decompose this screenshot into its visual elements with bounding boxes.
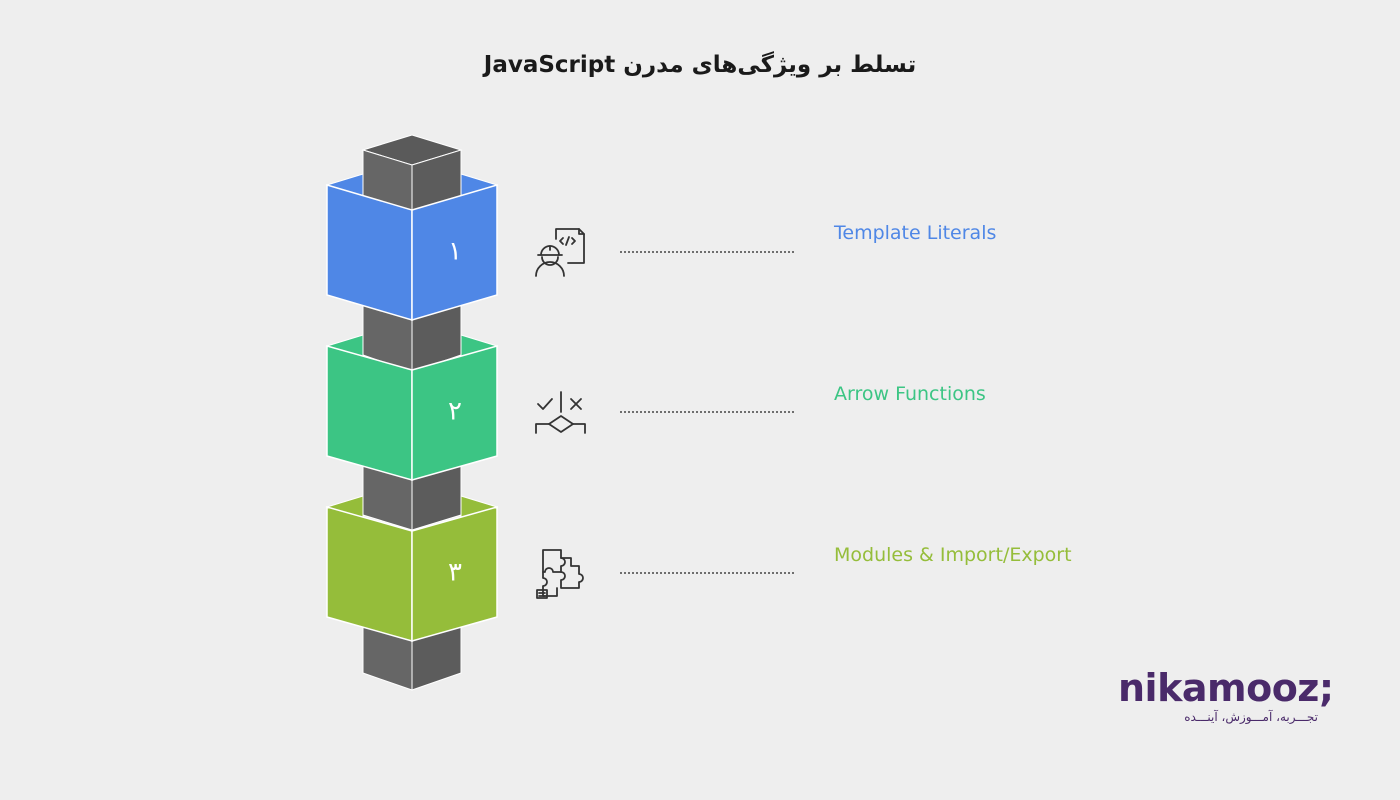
feature-label-template-literals: Template Literals <box>834 222 997 244</box>
leader-line-3 <box>620 572 794 574</box>
cube-3-left-face <box>326 506 413 642</box>
brand-tagline: تجـــربه، آمـــوزش، آینـــده <box>1184 710 1318 724</box>
cube-3-right-face <box>411 506 498 642</box>
cube-2-right-face <box>411 345 498 481</box>
brand-name: nikamooz; <box>1118 666 1334 710</box>
cube-2-number: ۲ <box>448 397 462 427</box>
developer-code-icon <box>535 228 585 277</box>
puzzle-modules-icon <box>536 549 584 599</box>
cube-3-number: ۳ <box>448 558 462 588</box>
cube-1-number: ۱ <box>448 237 462 267</box>
feature-label-modules: Modules & Import/Export <box>834 544 1072 566</box>
cube-2: ۲ <box>325 334 499 481</box>
cube-1: ۱ <box>325 173 499 322</box>
cube-2-left-face <box>326 345 413 481</box>
feature-label-arrow-functions: Arrow Functions <box>834 383 986 405</box>
page-title: تسلط بر ویژگی‌های مدرن JavaScript <box>483 52 917 78</box>
leader-line-2 <box>620 411 794 413</box>
decision-arrows-icon <box>535 391 586 434</box>
leader-line-1 <box>620 251 794 253</box>
brand-logo: nikamooz; تجـــربه، آمـــوزش، آینـــده <box>1118 666 1334 724</box>
cube-1-right-face <box>411 183 498 322</box>
cube-3: ۳ <box>325 495 499 642</box>
